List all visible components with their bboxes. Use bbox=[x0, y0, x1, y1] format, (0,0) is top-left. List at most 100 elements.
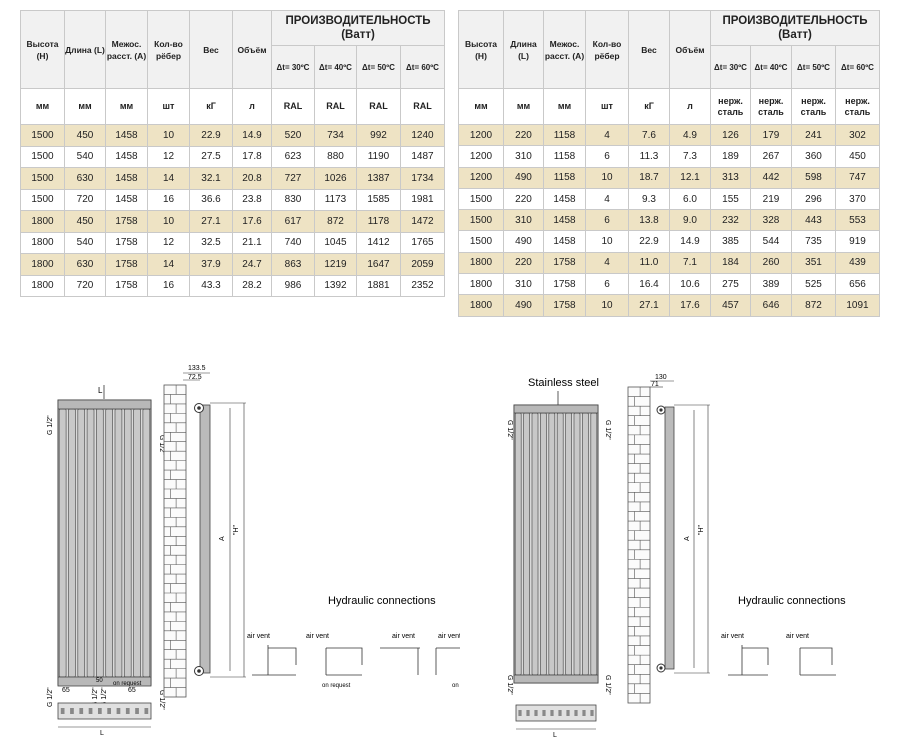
table-cell: 1800 bbox=[20, 210, 65, 233]
col-header-weight: Вес bbox=[628, 10, 670, 89]
unit-cell: л bbox=[232, 88, 272, 125]
table-cell: 10 bbox=[147, 210, 190, 233]
label-a: A bbox=[219, 536, 226, 541]
table-cell: 520 bbox=[271, 124, 315, 147]
table-cell: 1219 bbox=[314, 253, 357, 276]
table-cell: 450 bbox=[64, 210, 106, 233]
table-cell: 1647 bbox=[356, 253, 401, 276]
table-cell: 1173 bbox=[314, 188, 357, 211]
unit-cell: кГ bbox=[189, 88, 233, 125]
table-cell: 10 bbox=[585, 294, 629, 317]
table-cell: 16.4 bbox=[628, 273, 670, 296]
table-cell: 14 bbox=[147, 167, 190, 190]
table-cell: 11.3 bbox=[628, 145, 670, 168]
table-cell: 720 bbox=[64, 274, 106, 297]
table-cell: 1200 bbox=[458, 166, 504, 189]
table-cell: 1200 bbox=[458, 123, 504, 147]
table-cell: 10 bbox=[147, 124, 190, 147]
table-cell: 7.3 bbox=[669, 145, 711, 168]
table-cell: 328 bbox=[750, 209, 792, 232]
table-cell: 630 bbox=[64, 167, 106, 190]
col-header-dt50: Δt= 50ºС bbox=[791, 45, 836, 89]
table-cell: 1800 bbox=[458, 294, 504, 317]
col-header-length: Длина (L) bbox=[503, 10, 544, 89]
unit-cell: RAL bbox=[314, 88, 357, 125]
unit-cell: мм bbox=[543, 88, 586, 125]
table-cell: 1800 bbox=[458, 273, 504, 296]
unit-cell: кГ bbox=[628, 88, 670, 125]
table-cell: 598 bbox=[791, 166, 836, 189]
unit-cell: нерж. сталь bbox=[750, 88, 792, 125]
radiator-drawing-ral: L G 1/2" G 1/2" G 1/2" G 1/2" G 1/2" G 1… bbox=[47, 365, 460, 737]
table-cell: 313 bbox=[710, 166, 751, 189]
table-cell: 1458 bbox=[543, 209, 586, 232]
table-cell: 630 bbox=[64, 253, 106, 276]
table-cell: 28.2 bbox=[232, 274, 272, 297]
table-cell: 1500 bbox=[20, 167, 65, 190]
table-cell: 389 bbox=[750, 273, 792, 296]
table-cell: 1758 bbox=[543, 273, 586, 296]
unit-cell: мм bbox=[503, 88, 544, 125]
table-cell: 1981 bbox=[400, 188, 445, 211]
table-cell: 1500 bbox=[458, 230, 504, 253]
table-cell: 2352 bbox=[400, 274, 445, 297]
pipe-label-right-bottom: G 1/2" bbox=[604, 675, 611, 695]
table-cell: 10.6 bbox=[669, 273, 711, 296]
table-cell: 1045 bbox=[314, 231, 357, 254]
table-cell: 302 bbox=[835, 123, 880, 147]
table-cell: 296 bbox=[791, 187, 836, 211]
dim-top2-label: 72.5 bbox=[188, 374, 202, 381]
table-cell: 1458 bbox=[105, 188, 148, 211]
table-cell: 310 bbox=[503, 273, 544, 296]
col-header-performance: ПРОИЗВОДИТЕЛЬНОСТЬ (Ватт) bbox=[271, 10, 445, 46]
table-cell: 20.8 bbox=[232, 167, 272, 190]
col-header-height: Высота (Н) bbox=[20, 10, 65, 89]
radiator-side-view: 133.5 72.5 A "H" bbox=[163, 365, 246, 698]
table-cell: 1758 bbox=[105, 210, 148, 233]
table-cell: 1392 bbox=[314, 274, 357, 297]
table-cell: 179 bbox=[750, 123, 792, 147]
table-cell: 4 bbox=[585, 251, 629, 275]
table-cell: 14.9 bbox=[232, 124, 272, 147]
table-cell: 9.3 bbox=[628, 187, 670, 211]
table-cell: 360 bbox=[791, 145, 836, 168]
table-cell: 37.9 bbox=[189, 253, 233, 276]
table-cell: 1758 bbox=[105, 274, 148, 297]
table-cell: 880 bbox=[314, 145, 357, 168]
table-cell: 872 bbox=[314, 210, 357, 233]
table-cell: 7.1 bbox=[669, 251, 711, 275]
table-cell: 12 bbox=[147, 145, 190, 168]
air-vent-4: air vent bbox=[438, 633, 460, 640]
col-header-performance: ПРОИЗВОДИТЕЛЬНОСТЬ (Ватт) bbox=[710, 10, 880, 46]
unit-cell: нерж. сталь bbox=[791, 88, 836, 125]
table-cell: 740 bbox=[271, 231, 315, 254]
table-cell: 1091 bbox=[835, 294, 880, 317]
pipe-label-left-top: G 1/2" bbox=[47, 415, 54, 435]
table-cell: 1458 bbox=[105, 167, 148, 190]
table-cell: 6.0 bbox=[669, 187, 711, 211]
table-cell: 27.1 bbox=[189, 210, 233, 233]
unit-cell: мм bbox=[64, 88, 106, 125]
hydraulic-title: Hydraulic connections bbox=[328, 595, 436, 607]
air-vent-1: air vent bbox=[721, 633, 744, 640]
unit-cell: мм bbox=[105, 88, 148, 125]
table-cell: 747 bbox=[835, 166, 880, 189]
label-a: A bbox=[684, 536, 691, 541]
pipe-label-mid2: G 1/2" bbox=[101, 687, 108, 707]
table-cell: 27.1 bbox=[628, 294, 670, 317]
table-cell: 450 bbox=[835, 145, 880, 168]
table-cell: 1800 bbox=[20, 253, 65, 276]
col-header-fins: Кол-во рёбер bbox=[585, 10, 629, 89]
unit-cell: нерж. сталь bbox=[835, 88, 880, 125]
table-cell: 1881 bbox=[356, 274, 401, 297]
table-cell: 189 bbox=[710, 145, 751, 168]
table-cell: 370 bbox=[835, 187, 880, 211]
